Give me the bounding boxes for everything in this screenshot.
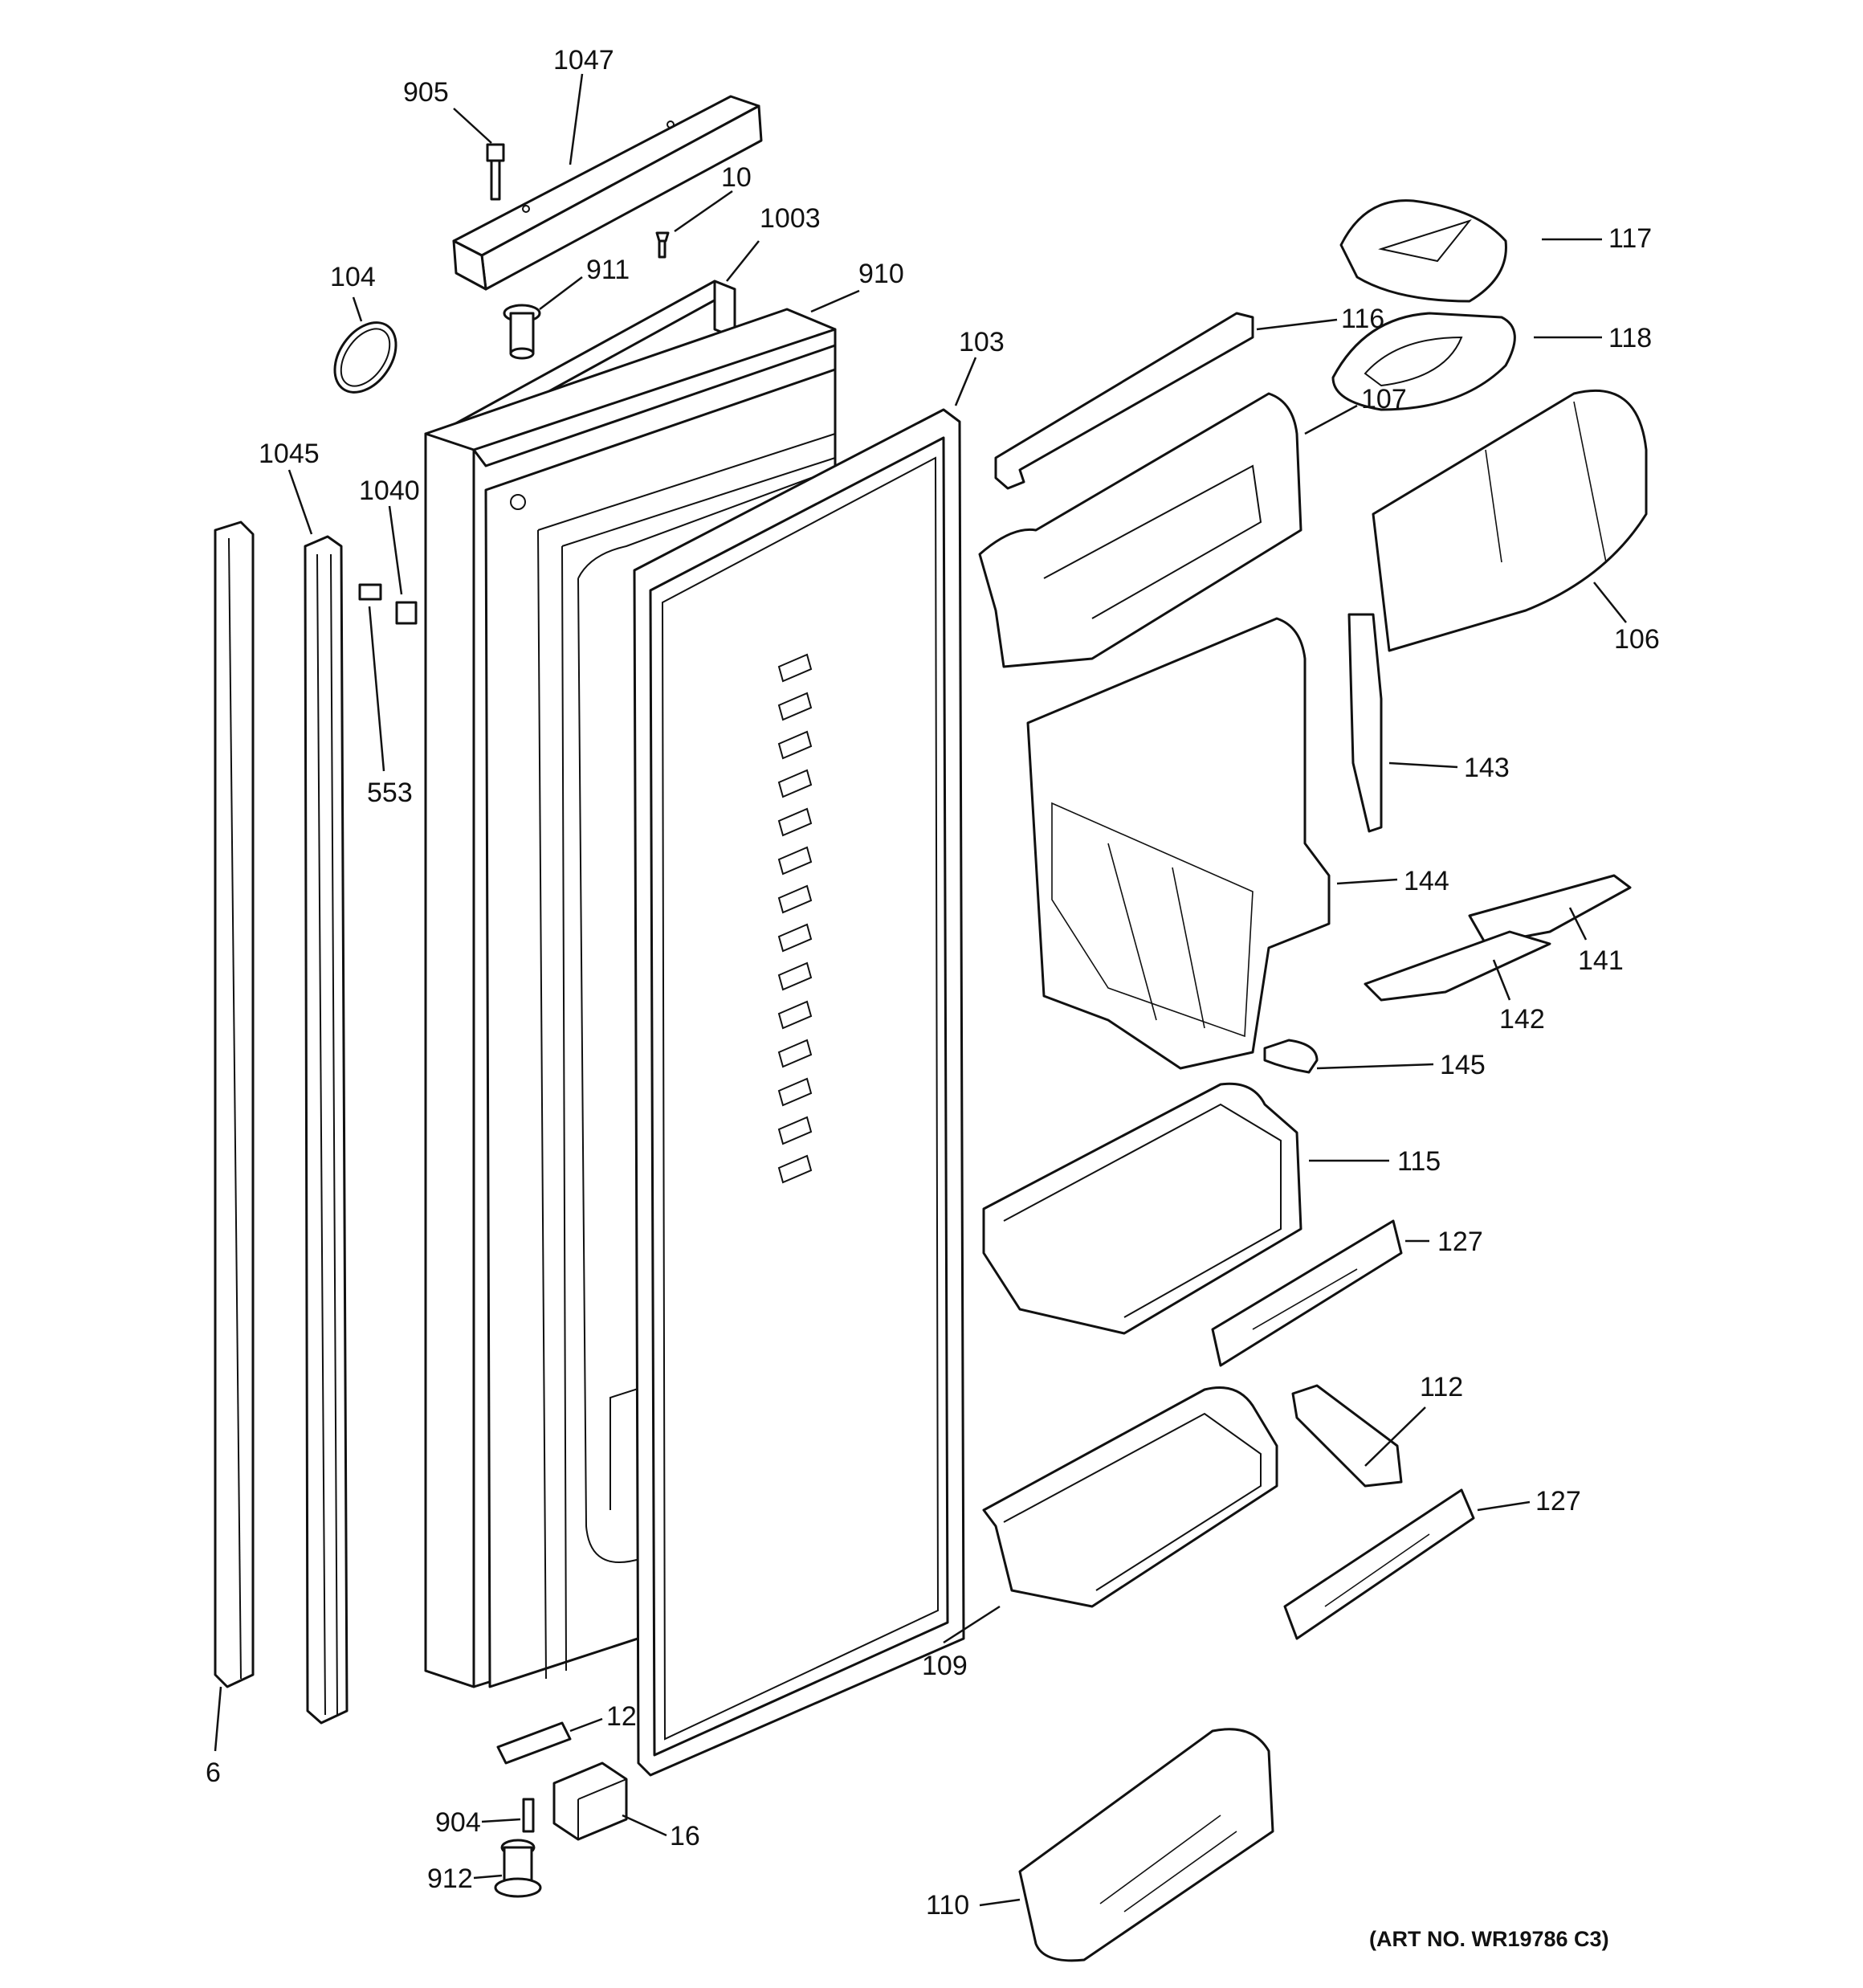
- egg-tray-141: [1468, 874, 1632, 945]
- callout-144: 144: [1404, 866, 1449, 896]
- dairy-cover-106: [1372, 389, 1648, 652]
- door-bin-109: [982, 1386, 1278, 1608]
- callout-106: 106: [1614, 624, 1660, 655]
- screw-10: [655, 231, 670, 259]
- callout-117: 117: [1608, 223, 1652, 254]
- callout-16: 16: [670, 1821, 700, 1851]
- tray-118: [1331, 312, 1516, 411]
- callout-905: 905: [403, 77, 449, 108]
- screw-553: [358, 583, 382, 601]
- stud-1040: [395, 601, 418, 625]
- bushing-912: [494, 1839, 542, 1898]
- panel-127a: [1211, 1219, 1403, 1367]
- rail-116: [994, 312, 1254, 490]
- bushing-911: [503, 304, 541, 360]
- bolt-905: [486, 143, 505, 201]
- callout-104: 104: [330, 262, 376, 292]
- door-bin-115: [982, 1082, 1302, 1335]
- callout-127a: 127: [1437, 1227, 1483, 1257]
- hinge-bracket-1047: [452, 95, 763, 291]
- callout-911: 911: [586, 255, 630, 285]
- callout-10: 10: [721, 162, 752, 193]
- panel-127b: [1283, 1488, 1475, 1640]
- callout-141: 141: [1578, 945, 1624, 976]
- ring-104: [333, 321, 397, 394]
- door-bin-107: [978, 392, 1302, 668]
- egg-tray-142: [1364, 930, 1551, 1002]
- callout-1045: 1045: [259, 439, 320, 469]
- callout-6: 6: [206, 1757, 221, 1788]
- screw-904: [522, 1798, 535, 1833]
- plate-12: [496, 1721, 572, 1765]
- lid-117: [1339, 199, 1507, 303]
- door-bin-110: [1018, 1728, 1274, 1962]
- callout-143: 143: [1464, 753, 1510, 783]
- callout-1047: 1047: [553, 45, 614, 76]
- trim-strip-6: [214, 520, 255, 1688]
- callout-107: 107: [1361, 384, 1407, 414]
- trim-strip-1045: [304, 535, 349, 1725]
- callout-912: 912: [427, 1863, 473, 1894]
- callout-116: 116: [1341, 304, 1384, 334]
- callout-1040: 1040: [359, 476, 420, 506]
- knob-145: [1263, 1039, 1319, 1074]
- callout-1003: 1003: [760, 203, 821, 234]
- callout-110: 110: [926, 1890, 969, 1921]
- callout-910: 910: [858, 259, 904, 289]
- divider-143: [1347, 613, 1383, 833]
- hinge-16: [552, 1761, 628, 1841]
- callout-142: 142: [1499, 1004, 1545, 1035]
- shelf-ribs: [777, 653, 813, 1184]
- callout-109: 109: [922, 1651, 968, 1681]
- door-gasket-103: [633, 408, 965, 1777]
- door-bin-144: [1026, 617, 1331, 1070]
- callout-127b: 127: [1535, 1486, 1581, 1517]
- callout-115: 115: [1397, 1146, 1441, 1177]
- callout-112: 112: [1420, 1372, 1463, 1402]
- callout-103: 103: [959, 327, 1005, 357]
- callout-553: 553: [367, 778, 413, 808]
- art-number: (ART NO. WR19786 C3): [1369, 1927, 1609, 1951]
- divider-112: [1291, 1384, 1403, 1488]
- callout-904: 904: [435, 1807, 481, 1838]
- leader-lines: [214, 73, 1627, 1907]
- callout-118: 118: [1608, 323, 1652, 353]
- callout-12: 12: [606, 1701, 637, 1732]
- callout-145: 145: [1440, 1050, 1486, 1080]
